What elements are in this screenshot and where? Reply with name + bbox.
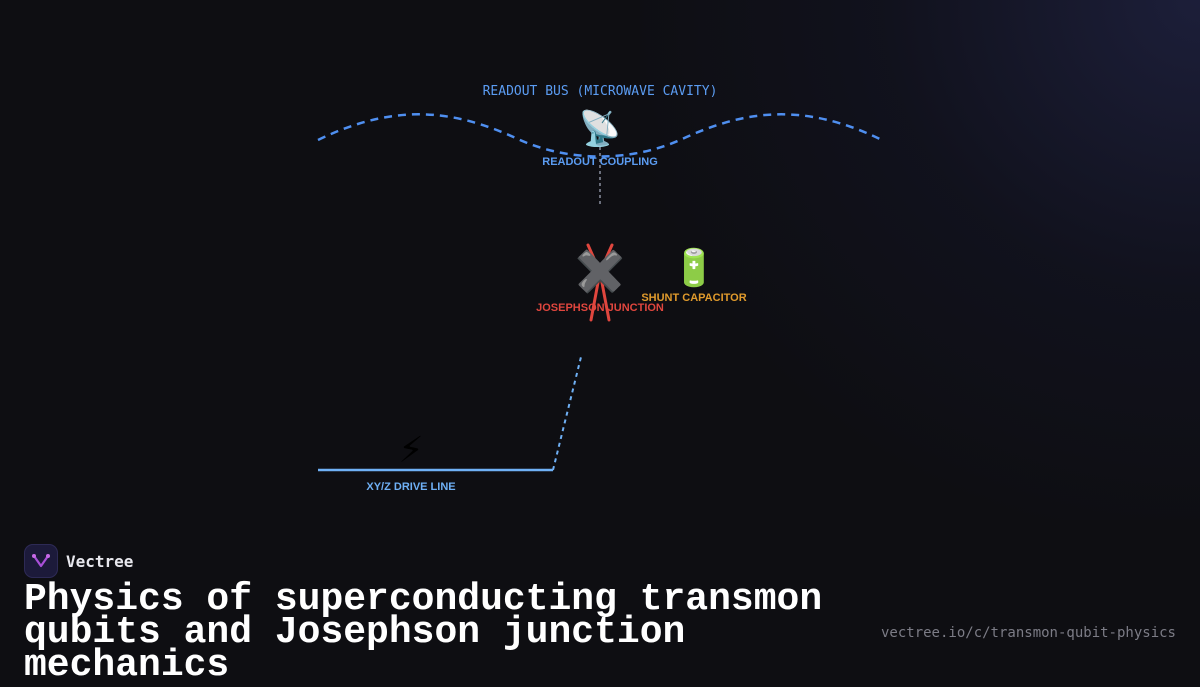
page-title: Physics of superconducting transmon qubi… [24,578,823,687]
shunt-capacitor-label: SHUNT CAPACITOR [641,292,746,304]
drive-line-label: XY/Z DRIVE LINE [366,481,455,493]
readout-bus-label: READOUT BUS (MICROWAVE CAVITY) [483,84,718,99]
drive-connector [552,356,582,471]
transmon-diagram: READOUT BUS (MICROWAVE CAVITY) 📡 READOUT… [317,84,883,493]
josephson-junction-label: JOSEPHSON JUNCTION [536,302,664,314]
battery-icon: 🔋 [672,247,717,289]
cross-mark-icon: ✖️ [575,248,625,295]
satellite-antenna-icon: 📡 [579,107,621,149]
lightning-bolt-icon: ⚡ [398,430,423,471]
junction-symbol [586,243,614,322]
brand: Vectree [24,544,133,578]
brand-name: Vectree [66,551,134,571]
vectree-logo-icon [24,544,58,578]
page-url[interactable]: vectree.io/c/transmon-qubit-physics [880,625,1176,641]
